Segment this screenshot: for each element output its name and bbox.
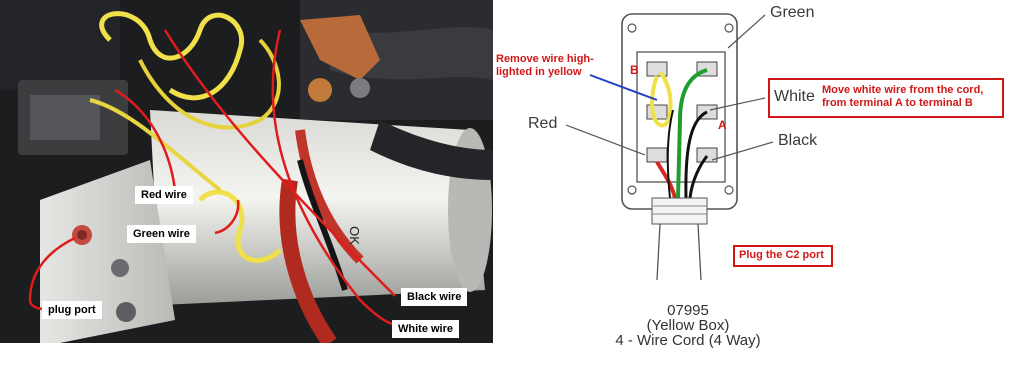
white-wire-cord xyxy=(684,110,708,199)
red-wire-label: Red wire xyxy=(135,186,193,204)
move-white-line1: Move white wire from the cord, xyxy=(822,84,984,96)
remove-wire-line1: Remove wire high- xyxy=(496,53,594,65)
terminal-a-label: A xyxy=(718,118,727,132)
caption-box-type: (Yellow Box) xyxy=(646,317,730,334)
screw-hole xyxy=(724,185,734,195)
motor-photo: Red wire Green wire plug port Black wire… xyxy=(0,0,493,343)
green-label: Green xyxy=(770,4,815,21)
plug-c2-box: Plug the C2 port xyxy=(733,245,833,267)
white-wire-label: White wire xyxy=(392,320,460,338)
terminal-b-left xyxy=(646,61,668,77)
plug-c2-annotation: Plug the C2 port xyxy=(739,249,824,261)
terminal-left-bottom xyxy=(646,147,668,163)
terminal-left-mid xyxy=(646,104,668,120)
terminal-right-bottom xyxy=(696,147,718,163)
cord-inner-wire xyxy=(666,109,674,199)
white-label: White xyxy=(774,88,815,105)
highlight-arrow xyxy=(589,74,658,101)
black-leader xyxy=(711,141,774,161)
black-wire-label: Black wire xyxy=(401,288,468,306)
move-white-line2: from terminal A to terminal B xyxy=(822,97,973,109)
terminal-b-label: B xyxy=(630,63,639,77)
green-leader xyxy=(727,14,766,49)
screw-hole xyxy=(627,23,637,33)
red-leader xyxy=(565,124,646,156)
motor-photo-illustration xyxy=(0,0,493,343)
black-label: Black xyxy=(778,132,818,149)
black-wire-cord xyxy=(688,155,709,199)
remove-wire-line2: lighted in yellow xyxy=(496,66,582,78)
green-wire-label: Green wire xyxy=(127,225,196,243)
cord-right-edge xyxy=(697,223,702,281)
red-label: Red xyxy=(528,115,558,132)
screw-hole xyxy=(724,23,734,33)
move-white-annotation: Move white wire from the cord, from term… xyxy=(822,84,983,110)
plug-port-label: plug port xyxy=(42,301,102,319)
red-wire xyxy=(655,160,677,199)
screw-hole xyxy=(627,185,637,195)
remove-wire-annotation: Remove wire high- lighted in yellow xyxy=(496,53,594,79)
diagram-caption: 07995 (Yellow Box) 4 - Wire Cord (4 Way) xyxy=(588,303,788,348)
white-leader xyxy=(709,97,766,111)
green-wire xyxy=(676,68,708,199)
caption-cord-type: 4 - Wire Cord (4 Way) xyxy=(615,332,761,349)
cable-gland xyxy=(651,197,708,225)
caption-part-number: 07995 xyxy=(667,302,709,319)
cord-left-edge xyxy=(656,223,661,281)
move-white-wire-box: White Move white wire from the cord, fro… xyxy=(768,78,1004,118)
terminal-plate xyxy=(636,51,726,183)
yellow-wire xyxy=(650,70,673,128)
